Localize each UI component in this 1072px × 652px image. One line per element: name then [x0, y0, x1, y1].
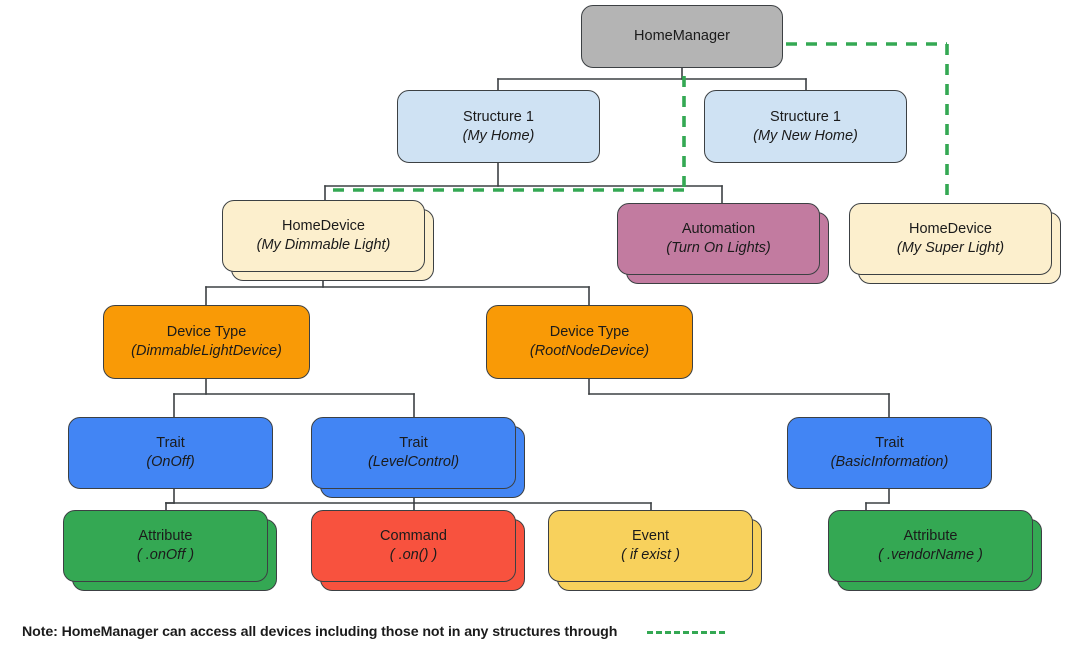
node-trait-basicinformation-name: (BasicInformation)	[830, 454, 949, 470]
node-device-type-dimmable-light[interactable]: Device Type (DimmableLightDevice)	[103, 305, 310, 379]
node-trait-basicinformation-type: Trait	[875, 435, 904, 452]
node-attribute-onoff[interactable]: Attribute ( .onOff )	[63, 510, 268, 582]
node-home-device-dimmable[interactable]: HomeDevice (My Dimmable Light)	[222, 200, 425, 272]
node-device-type-root-node[interactable]: Device Type (RootNodeDevice)	[486, 305, 693, 379]
node-command-on-type: Command	[380, 528, 447, 545]
node-device-type-dimmable-light-name: (DimmableLightDevice)	[131, 343, 282, 359]
diagram-note: Note: HomeManager can access all devices…	[0, 612, 1072, 652]
node-device-type-dimmable-light-type: Device Type	[166, 324, 247, 341]
node-home-device-super[interactable]: HomeDevice (My Super Light)	[849, 203, 1052, 275]
node-home-device-super-type: HomeDevice	[909, 221, 992, 238]
node-trait-onoff[interactable]: Trait (OnOff)	[68, 417, 273, 489]
node-event-if-exist-type: Event	[631, 528, 670, 545]
node-trait-onoff-type: Trait	[156, 435, 185, 452]
node-event-if-exist[interactable]: Event ( if exist )	[548, 510, 753, 582]
node-trait-basicinformation[interactable]: Trait (BasicInformation)	[787, 417, 992, 489]
node-command-on[interactable]: Command ( .on() )	[311, 510, 516, 582]
node-structure-my-new-home-type: Structure 1	[770, 108, 841, 125]
access-link-legend-icon	[647, 630, 726, 634]
node-device-type-root-node-name: (RootNodeDevice)	[529, 343, 650, 359]
node-command-on-name: ( .on() )	[389, 547, 438, 563]
node-home-device-super-name: (My Super Light)	[896, 240, 1005, 256]
node-structure-my-home[interactable]: Structure 1 (My Home)	[397, 90, 600, 163]
diagram-note-text: Note: HomeManager can access all devices…	[22, 624, 618, 640]
node-structure-my-new-home-name: (My New Home)	[753, 127, 858, 144]
node-attribute-vendorname-name: ( .vendorName )	[878, 547, 983, 563]
node-automation-type: Automation	[681, 221, 756, 238]
node-trait-levelcontrol-type: Trait	[399, 435, 428, 452]
node-device-type-root-node-type: Device Type	[549, 324, 630, 341]
node-home-manager[interactable]: HomeManager	[581, 5, 783, 68]
node-automation[interactable]: Automation (Turn On Lights)	[617, 203, 820, 275]
node-attribute-onoff-name: ( .onOff )	[136, 547, 195, 563]
node-trait-onoff-name: (OnOff)	[146, 454, 195, 470]
node-attribute-onoff-type: Attribute	[138, 528, 193, 545]
node-event-if-exist-name: ( if exist )	[621, 547, 680, 563]
node-trait-levelcontrol-name: (LevelControl)	[367, 454, 460, 470]
node-home-manager-label: HomeManager	[634, 28, 730, 45]
node-trait-levelcontrol[interactable]: Trait (LevelControl)	[311, 417, 516, 489]
node-attribute-vendorname[interactable]: Attribute ( .vendorName )	[828, 510, 1033, 582]
node-structure-my-home-name: (My Home)	[462, 127, 535, 144]
node-structure-my-home-type: Structure 1	[463, 108, 534, 125]
node-home-device-dimmable-type: HomeDevice	[282, 218, 365, 235]
node-home-device-dimmable-name: (My Dimmable Light)	[256, 237, 391, 253]
node-structure-my-new-home[interactable]: Structure 1 (My New Home)	[704, 90, 907, 163]
node-attribute-vendorname-type: Attribute	[903, 528, 958, 545]
node-automation-name: (Turn On Lights)	[666, 240, 771, 256]
